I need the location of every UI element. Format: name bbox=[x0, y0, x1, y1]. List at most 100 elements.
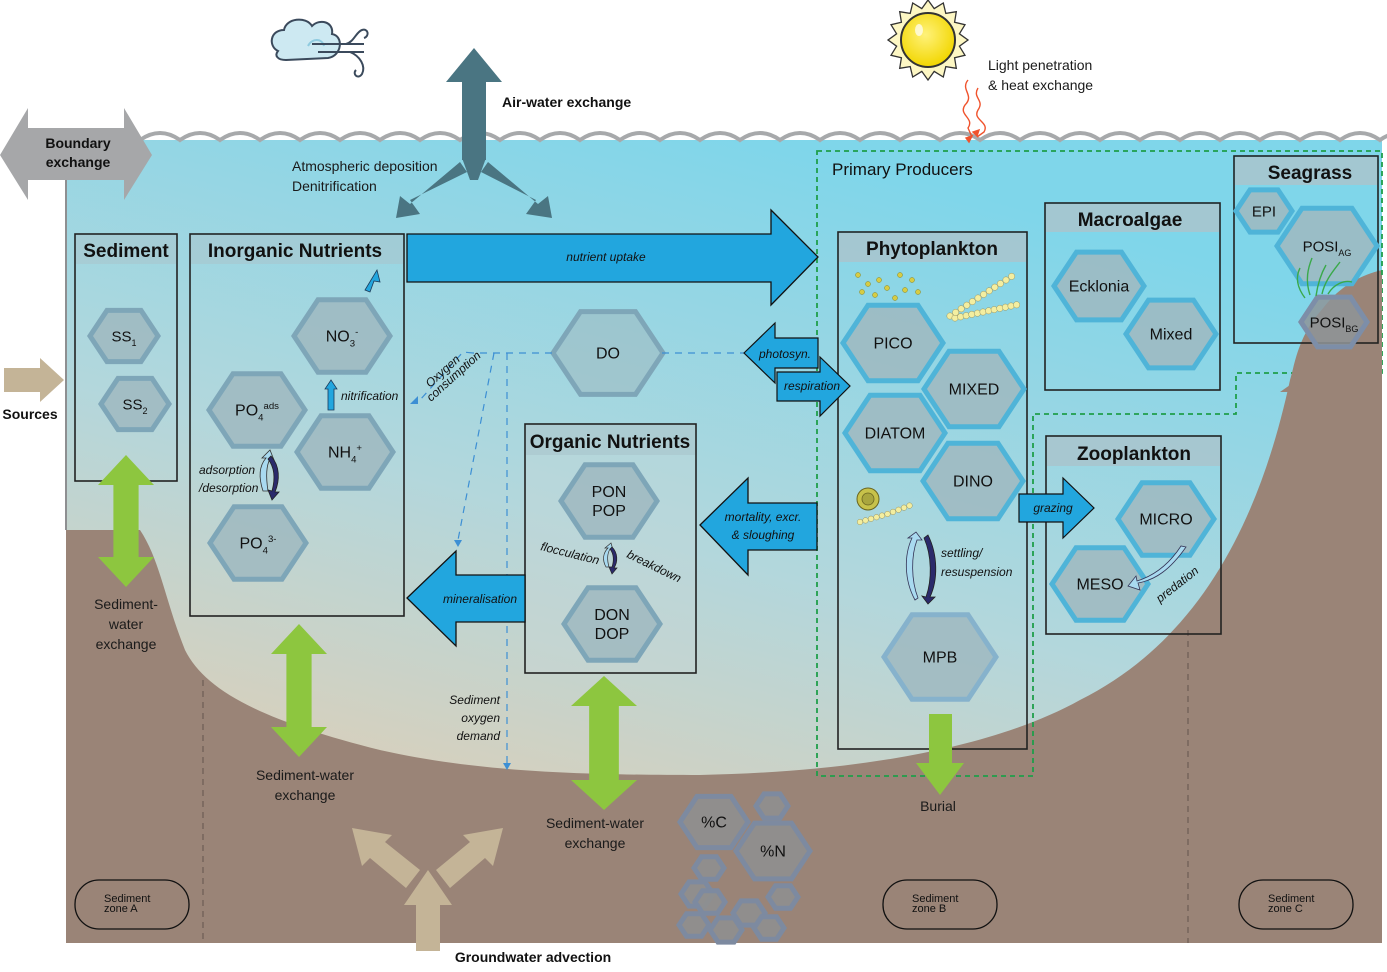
burial-arrow bbox=[916, 714, 964, 795]
hex-dino: DINO bbox=[920, 440, 1026, 522]
settling-cycle-icon bbox=[905, 531, 937, 605]
hex-don-dop-label: DON bbox=[594, 607, 630, 624]
zone-label-line1: Sediment bbox=[1268, 893, 1314, 905]
nitrification-label: nitrification bbox=[341, 389, 399, 403]
zone-label-line2: zone B bbox=[912, 903, 946, 915]
boundary-label-line2: exchange bbox=[46, 154, 111, 170]
sources-label: Sources bbox=[2, 406, 57, 422]
hex-ecklonia: Ecklonia bbox=[1050, 249, 1148, 323]
hex-ss2-label: SS2 bbox=[122, 396, 147, 416]
hex-po43: PO43- bbox=[207, 504, 309, 582]
plankton-illustration-icon bbox=[855, 272, 1021, 526]
hex-percent-n: %N bbox=[733, 820, 813, 882]
hex-percent-n-label: %N bbox=[760, 844, 786, 861]
hex-mpb-label: MPB bbox=[923, 650, 958, 667]
phytoplankton-box-title: Phytoplankton bbox=[866, 239, 998, 260]
hex-ss2: SS2 bbox=[97, 375, 173, 433]
sed-exchange-a-line3: exchange bbox=[96, 636, 157, 652]
hex-sediment-small bbox=[764, 883, 802, 911]
mortality-label-line1: mortality, excr. bbox=[725, 510, 802, 524]
zone-label-line1: Sediment bbox=[912, 893, 958, 905]
sed-exchange-a-line1: Sediment- bbox=[94, 596, 158, 612]
hex-no3: NO3- bbox=[291, 297, 393, 375]
sediment-water-exchange-arrows bbox=[98, 455, 964, 810]
sod-label-line1: Sediment bbox=[449, 693, 500, 707]
nitrification-arrow bbox=[324, 268, 381, 411]
hex-sediment-small bbox=[675, 911, 713, 939]
photosyn-arrow: photosyn. bbox=[743, 321, 819, 385]
cloud-wind-icon bbox=[270, 18, 369, 78]
hex-mpb: MPB bbox=[880, 612, 1000, 702]
macroalgae-box-title: Macroalgae bbox=[1078, 210, 1183, 231]
hex-po43-label: PO43- bbox=[240, 534, 277, 556]
hex-diatom: DIATOM bbox=[842, 392, 948, 474]
inorganic-nutrients-box: Inorganic Nutrients bbox=[189, 233, 405, 617]
photosyn-label: photosyn. bbox=[758, 347, 811, 361]
adsorption-cycle-icon bbox=[259, 449, 280, 501]
predation-arrow bbox=[1127, 545, 1187, 591]
flocculation-cycle-icon bbox=[603, 542, 618, 575]
hex-sediment-small bbox=[690, 854, 728, 882]
hex-don-dop: DON DOP bbox=[561, 585, 663, 663]
hex-posi-ag-label: POSIAG bbox=[1303, 238, 1352, 258]
seagrass-box-title: Seagrass bbox=[1268, 163, 1353, 184]
settling-label-line2: resuspension bbox=[941, 565, 1013, 579]
light-label-line2: & heat exchange bbox=[988, 77, 1093, 93]
boundary-label-line1: Boundary bbox=[45, 135, 111, 151]
nutrient-uptake-arrow: nutrient uptake bbox=[406, 208, 819, 307]
hex-do: DO bbox=[549, 309, 667, 397]
air-water-exchange-arrow bbox=[396, 48, 552, 218]
heat-ray-icon bbox=[962, 79, 986, 144]
mortality-arrow: mortality, excr. & sloughing bbox=[699, 476, 818, 577]
mineralisation-arrow: mineralisation bbox=[406, 549, 526, 648]
groundwater-advection-arrow bbox=[352, 828, 503, 951]
denitrification-label: Denitrification bbox=[292, 178, 377, 194]
nutrient-uptake-label: nutrient uptake bbox=[566, 250, 646, 264]
zooplankton-box: Zooplankton bbox=[1045, 435, 1222, 635]
hex-posi-bg-label: POSIBG bbox=[1310, 314, 1359, 334]
mineralisation-label: mineralisation bbox=[443, 592, 517, 606]
primary-producers-region bbox=[816, 150, 1383, 777]
sed-exchange-b-line2: exchange bbox=[275, 787, 336, 803]
hex-nh4-label: NH4+ bbox=[328, 443, 362, 465]
hex-do-label: DO bbox=[596, 346, 620, 363]
macroalgae-box: Macroalgae bbox=[1044, 202, 1221, 391]
hex-pico: PICO bbox=[840, 302, 946, 384]
sed-exchange-arrow-a bbox=[98, 455, 154, 587]
hex-diatom-label: DIATOM bbox=[865, 426, 926, 443]
sun-icon bbox=[886, 0, 970, 82]
sed-exchange-arrow-c bbox=[571, 676, 637, 810]
water-surface-waves bbox=[138, 131, 1387, 143]
primary-producers-title: Primary Producers bbox=[832, 160, 973, 179]
hex-micro: MICRO bbox=[1115, 480, 1217, 558]
zone-label-line2: zone C bbox=[1268, 903, 1303, 915]
hex-epi: EPI bbox=[1232, 187, 1296, 235]
sed-exchange-c-line2: exchange bbox=[565, 835, 626, 851]
hex-pon-pop-label: PON bbox=[592, 484, 627, 501]
oxygen-arrowheads bbox=[410, 396, 511, 770]
mortality-label-line2: & sloughing bbox=[732, 528, 795, 542]
hex-sediment-small bbox=[753, 791, 791, 821]
sources-arrow: Sources bbox=[2, 358, 64, 422]
sod-label-line2: oxygen bbox=[461, 711, 500, 725]
zooplankton-box-title: Zooplankton bbox=[1077, 444, 1191, 465]
hex-posi-ag: POSIAG bbox=[1274, 205, 1380, 287]
sod-label-line3: demand bbox=[457, 729, 501, 743]
hex-meso-label: MESO bbox=[1076, 577, 1123, 594]
hex-dino-label: DINO bbox=[953, 474, 993, 491]
boundary-exchange-arrow: Boundary exchange bbox=[0, 108, 152, 200]
hex-don-dop-label: DOP bbox=[595, 626, 630, 643]
hex-percent-c-label: %C bbox=[701, 815, 727, 832]
light-label-line1: Light penetration bbox=[988, 57, 1092, 73]
hex-po4ads: PO4ads bbox=[206, 371, 308, 449]
atm-deposition-label: Atmospheric deposition bbox=[292, 158, 438, 174]
hex-ss1: SS1 bbox=[86, 307, 162, 365]
burial-label: Burial bbox=[920, 798, 956, 814]
hex-mixed-macroalgae-label: Mixed bbox=[1150, 327, 1193, 344]
